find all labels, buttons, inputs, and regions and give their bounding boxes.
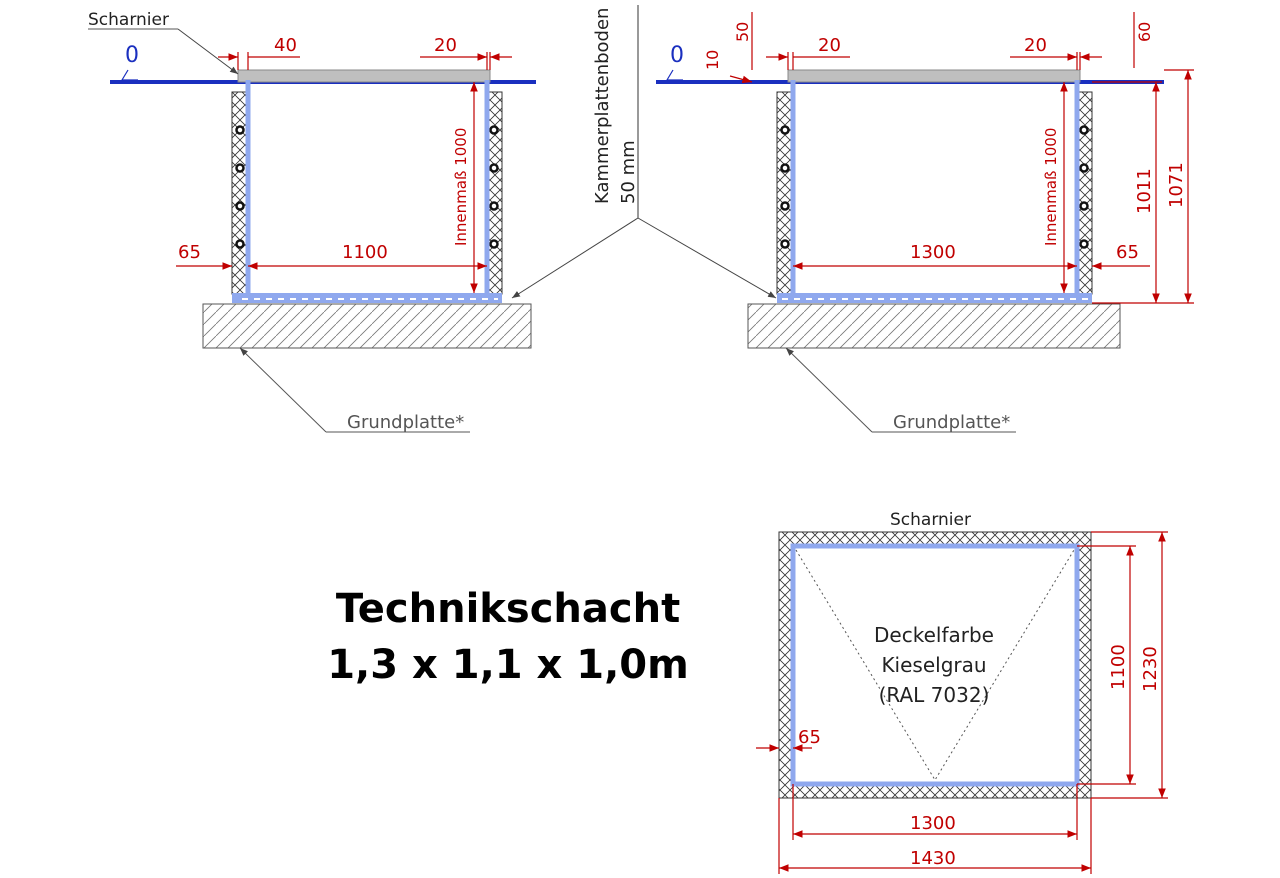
base-plate-label: Grundplatte* bbox=[347, 412, 464, 433]
dim-width: 1300 bbox=[910, 242, 956, 263]
base-plate-leader bbox=[785, 347, 873, 433]
chamber-floor-pattern bbox=[236, 296, 498, 300]
ground-zero-label: 0 bbox=[670, 43, 684, 68]
insulation-rings bbox=[780, 125, 1089, 249]
plan-dim-wall: 65 bbox=[798, 727, 821, 748]
dim-wall: 65 bbox=[1116, 242, 1139, 263]
plan-dim-outer-width: 1430 bbox=[910, 848, 956, 869]
right-section-view: 0 10 50 20 20 60 Innenmaß bbox=[656, 12, 1194, 433]
floor-note-line1: Kammerplattenboden bbox=[592, 8, 613, 204]
hinge-leader bbox=[177, 28, 239, 75]
base-plate-label: Grundplatte* bbox=[893, 412, 1010, 433]
dim-10: 10 bbox=[703, 50, 722, 70]
insulation-rings bbox=[235, 125, 499, 249]
dim-top-left: 40 bbox=[274, 35, 297, 56]
base-plate bbox=[202, 303, 532, 349]
lid bbox=[787, 69, 1081, 83]
dim-arrow bbox=[729, 75, 753, 84]
title-line1: Technikschacht bbox=[336, 586, 680, 632]
lid-color-line1: Deckelfarbe bbox=[874, 623, 994, 647]
dim-top-left: 20 bbox=[818, 35, 841, 56]
dim-inner-height: Innenmaß 1000 bbox=[452, 128, 470, 246]
dim-1011: 1011 bbox=[1134, 168, 1155, 214]
chamber-floor-pattern bbox=[781, 296, 1088, 300]
dim-width: 1100 bbox=[342, 242, 388, 263]
dim-50: 50 bbox=[733, 22, 752, 42]
center-note: Kammerplattenboden 50 mm bbox=[511, 5, 777, 299]
level-marker-icon bbox=[665, 69, 683, 81]
lid bbox=[237, 69, 491, 83]
lid-color-line2: Kieselgrau bbox=[881, 653, 986, 677]
floor-leader-right bbox=[637, 217, 777, 299]
dim-60: 60 bbox=[1135, 22, 1154, 42]
left-section-view: 0 Scharnier 40 20 bbox=[88, 10, 536, 433]
base-plate-leader bbox=[239, 347, 327, 433]
base-plate bbox=[747, 303, 1121, 349]
plan-hinge-label: Scharnier bbox=[890, 510, 971, 530]
plan-dim-inner-width: 1300 bbox=[910, 813, 956, 834]
floor-leader-left bbox=[511, 217, 639, 299]
hinge-label: Scharnier bbox=[88, 10, 169, 30]
plan-lid bbox=[790, 543, 1080, 787]
lid-color-line3: (RAL 7032) bbox=[879, 683, 990, 707]
floor-note-line2: 50 mm bbox=[618, 140, 639, 204]
ground-zero-label: 0 bbox=[125, 43, 139, 68]
dim-top-right: 20 bbox=[434, 35, 457, 56]
level-marker-icon bbox=[120, 69, 138, 81]
plan-dim-outer-height: 1230 bbox=[1140, 646, 1161, 692]
plan-view: Scharnier Deckelfarbe Kieselgrau (RAL 70… bbox=[756, 510, 1168, 874]
dim-inner-height: Innenmaß 1000 bbox=[1042, 128, 1060, 246]
dim-1071: 1071 bbox=[1166, 162, 1187, 208]
title-block: Technikschacht 1,3 x 1,1 x 1,0m bbox=[327, 586, 689, 688]
dim-top-right: 20 bbox=[1024, 35, 1047, 56]
dim-wall: 65 bbox=[178, 242, 201, 263]
title-line2: 1,3 x 1,1 x 1,0m bbox=[327, 642, 689, 688]
plan-dim-inner-height: 1100 bbox=[1108, 644, 1129, 690]
